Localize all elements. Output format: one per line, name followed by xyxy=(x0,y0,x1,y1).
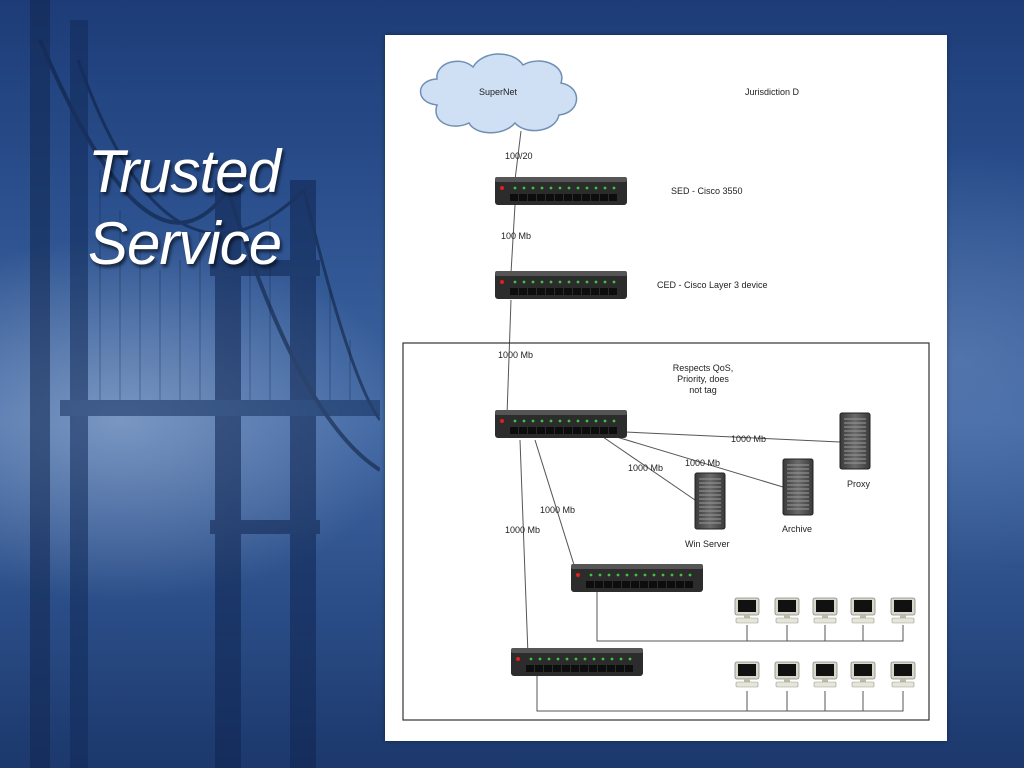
workstation-icon xyxy=(734,661,760,688)
note-line-3: not tag xyxy=(689,385,717,395)
note-line-2: Priority, does xyxy=(677,374,729,384)
proxy-label: Proxy xyxy=(847,479,871,489)
network-diagram-panel: SuperNet Jurisdiction D SED - Cisco 3550… xyxy=(385,35,947,741)
sed-label: SED - Cisco 3550 xyxy=(671,186,743,196)
link-label-core-archive: 1000 Mb xyxy=(685,458,720,468)
trusted-zone-note: Respects QoS, Priority, does not tag xyxy=(673,363,734,395)
access-switch-1 xyxy=(571,564,703,592)
ced-label: CED - Cisco Layer 3 device xyxy=(657,280,768,290)
workstation-icon xyxy=(812,597,838,624)
link-label-core-access2: 1000 Mb xyxy=(505,525,540,535)
network-diagram: SuperNet Jurisdiction D SED - Cisco 3550… xyxy=(402,53,930,721)
link-label-core-win: 1000 Mb xyxy=(628,463,663,473)
win-server-label: Win Server xyxy=(685,539,730,549)
workstation-icon xyxy=(734,597,760,624)
workstation-icon xyxy=(774,661,800,688)
workstation-icon xyxy=(812,661,838,688)
access-switch-2 xyxy=(511,648,643,676)
title-line-1: Trusted xyxy=(88,138,281,205)
link-label-core-proxy: 1000 Mb xyxy=(731,434,766,444)
bridge-background-image xyxy=(30,0,380,768)
workstation-icon xyxy=(850,661,876,688)
workstation-icon xyxy=(850,597,876,624)
link-label-cloud-sed: 100/20 xyxy=(505,151,533,161)
note-line-1: Respects QoS, xyxy=(673,363,734,373)
sed-switch xyxy=(495,177,627,205)
core-switch xyxy=(495,410,627,438)
link-label-sed-ced: 100 Mb xyxy=(501,231,531,241)
link-label-core-access1: 1000 Mb xyxy=(540,505,575,515)
supernet-cloud: SuperNet xyxy=(419,53,578,134)
title-line-2: Service xyxy=(88,210,282,277)
trusted-zone-box xyxy=(402,342,930,721)
slide-title: Trusted Service xyxy=(88,136,348,280)
ced-switch xyxy=(495,271,627,299)
archive-label: Archive xyxy=(782,524,812,534)
connection-lines xyxy=(506,130,904,712)
win-server xyxy=(694,472,726,530)
archive-server xyxy=(782,458,814,516)
workstation-icon xyxy=(774,597,800,624)
workstation-icon xyxy=(890,597,916,624)
workstation-icon xyxy=(890,661,916,688)
proxy-server xyxy=(839,412,871,470)
supernet-label: SuperNet xyxy=(479,87,518,97)
jurisdiction-label: Jurisdiction D xyxy=(745,87,800,97)
link-label-ced-core: 1000 Mb xyxy=(498,350,533,360)
